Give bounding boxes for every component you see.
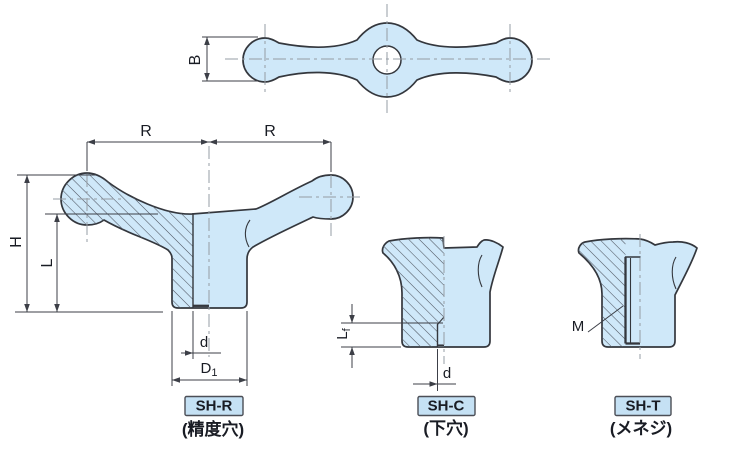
arrowhead-up <box>24 175 30 183</box>
dimension-B: B <box>187 36 258 82</box>
dim-label-R: R <box>140 123 152 140</box>
dimension-L: L <box>39 213 158 312</box>
variant-code: SH-T <box>626 398 661 415</box>
thread-view-fillet-arc <box>671 256 677 290</box>
arrowhead-right <box>201 139 209 145</box>
arrowhead-right <box>239 377 247 383</box>
dim-label-R: R <box>264 123 276 140</box>
variant-name: (下穴) <box>423 418 468 438</box>
arrowhead-left <box>172 377 180 383</box>
variant-code: SH-R <box>196 398 233 415</box>
pilot-view-fillet-arc <box>477 254 483 288</box>
dimension-Lf: Lf <box>334 304 443 368</box>
front-view-sh-r: R R H L d <box>8 123 363 439</box>
variant-code-box <box>614 395 672 417</box>
front-view-section-hatching <box>61 173 193 308</box>
leader-line <box>587 305 624 333</box>
dimension-R-right: R <box>209 123 332 172</box>
dim-label-Lf: Lf <box>334 327 353 339</box>
arrowhead-up <box>54 214 60 222</box>
dim-label-d: d <box>443 365 451 382</box>
dimension-M: M <box>572 305 624 335</box>
thread-view-sh-t: M SH-T (メネジ) <box>572 234 698 438</box>
dimension-d-front: d <box>181 311 221 359</box>
dimension-R-left: R <box>86 123 209 171</box>
dim-label-B: B <box>187 55 204 66</box>
top-view: B <box>187 4 553 116</box>
dim-label-L: L <box>39 258 56 267</box>
variant-label-sh-c: SH-C (下穴) <box>417 395 476 438</box>
variant-name: (精度穴) <box>182 419 244 439</box>
dimension-D1: D1 <box>171 311 248 386</box>
variant-code-box <box>417 395 476 417</box>
arrowhead-down <box>54 304 60 312</box>
dimension-H: H <box>8 174 163 313</box>
arrowhead-down <box>24 304 30 312</box>
pilot-hole-view-sh-c: Lf d SH-C (下穴) <box>334 236 504 438</box>
arrowhead-up <box>349 347 355 355</box>
dim-label-D1: D1 <box>201 360 218 379</box>
arrowhead-down <box>349 315 355 323</box>
variant-name: (メネジ) <box>610 419 672 438</box>
arrowhead-left <box>209 139 217 145</box>
variant-code: SH-C <box>428 398 465 415</box>
variant-label-sh-t: SH-T (メネジ) <box>610 395 672 438</box>
arrowhead-right <box>185 350 193 356</box>
front-view-hub-fillet-arc <box>244 219 251 248</box>
arrowhead-right <box>429 381 438 387</box>
dimension-d-pilot: d <box>413 349 456 391</box>
arrowhead-up <box>204 37 210 45</box>
dim-label-d: d <box>200 334 208 351</box>
pilot-hole-cutout <box>437 317 444 347</box>
variant-code-box <box>184 395 244 417</box>
arrowhead-left <box>87 139 95 145</box>
arrowhead-right <box>323 139 331 145</box>
dim-label-M: M <box>572 318 585 335</box>
variant-label-sh-r: SH-R (精度穴) <box>182 395 244 439</box>
arrowhead-down <box>204 73 210 81</box>
pilot-view-section-hatching <box>382 237 444 347</box>
dim-label-H: H <box>8 236 25 248</box>
